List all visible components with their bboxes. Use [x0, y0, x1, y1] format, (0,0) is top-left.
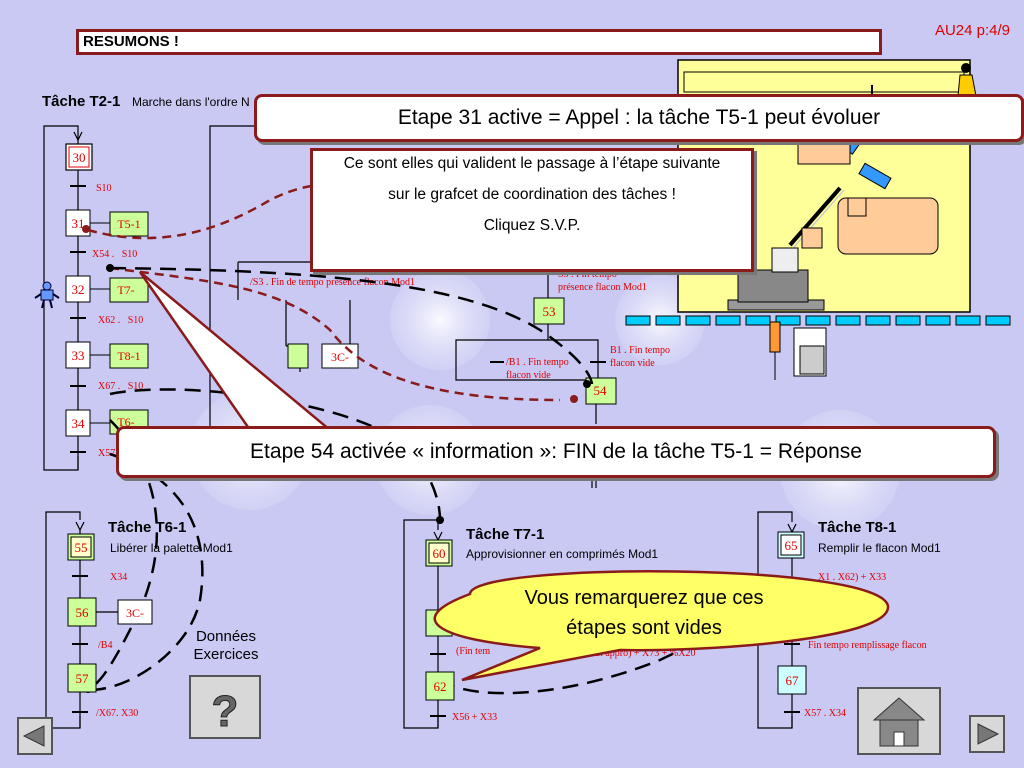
step-number: 31 [72, 216, 85, 231]
step-number: 33 [72, 348, 85, 363]
action-label: 3C- [126, 606, 144, 620]
transition-label: présence flacon Mod1 [558, 282, 647, 293]
task-subtitle-t2: Marche dans l'ordre N [132, 95, 250, 109]
action-label: T7- [117, 283, 134, 297]
transition-label: /S3 . Fin de tempo présence flacon Mod1 [250, 277, 415, 288]
arrow-left-icon [22, 725, 45, 747]
transition-label: flacon vide [506, 370, 551, 381]
arrow-right-icon [977, 723, 1000, 745]
step-31: 31 T5-1 [65, 209, 149, 237]
robot-icon [34, 281, 60, 309]
transition-label: flacon vide [610, 358, 655, 369]
action-label: 3C- [331, 350, 349, 364]
bubble-text-line1: Vous remarquerez que ces [524, 587, 763, 609]
step-number: 62 [434, 679, 447, 694]
speech-bubble: Vous remarquerez que ces étapes sont vid… [433, 570, 890, 682]
step-number: 34 [72, 416, 86, 431]
step-number: 60 [433, 546, 446, 561]
callout-bottom: Etape 54 activée « information »: FIN de… [116, 426, 996, 478]
transition-label: X1 . X62) + X33 [818, 572, 886, 583]
note-box: Ce sont elles qui valident le passage à … [310, 148, 754, 272]
step-32: 32 T7- [65, 275, 149, 303]
link-dot [570, 395, 578, 403]
note-line-3[interactable]: Cliquez S.V.P. [483, 217, 581, 234]
step-number: 30 [73, 150, 86, 165]
link-dot [82, 225, 90, 233]
step-65: 65 [777, 531, 805, 559]
task-title-t7: Tâche T7-1 [466, 526, 544, 543]
help-button[interactable]: ? [189, 675, 261, 739]
step-number: 55 [75, 540, 88, 555]
step-56: 56 3C- [67, 597, 153, 627]
note-line-1: Ce sont elles qui valident le passage à … [343, 155, 721, 172]
branch-step-green [287, 343, 309, 369]
transition-label: (Fin tem [456, 646, 490, 657]
exercises-label: Données Exercices [188, 628, 264, 664]
transition-labels-t2: S10 X54 . S10 X62 . S10 X67 . S10 X57 /S… [92, 183, 670, 459]
step-67: 67 [777, 665, 807, 695]
transition-labels-t7: (Fin tem ) défaut appro) + X73 + %X20 X5… [452, 646, 695, 723]
task-subtitle-t6: Libérer la palette Mod1 [110, 541, 233, 555]
step-number: 53 [543, 304, 556, 319]
transition-label: X56 + X33 [452, 712, 497, 723]
steps-t2: 30 31 T5-1 32 T7- 33 T8-1 34 [65, 143, 617, 437]
step-number: 65 [785, 538, 798, 553]
task-title-t8: Tâche T8-1 [818, 519, 896, 536]
task-subtitle-t8: Remplir le flacon Mod1 [818, 541, 941, 555]
transition-label: X34 [110, 572, 127, 583]
step-57: 57 [67, 663, 97, 693]
link-dot [583, 380, 591, 388]
task-title-t2: Tâche T2-1 [42, 93, 120, 110]
exercises-line-2: Exercices [193, 646, 259, 663]
bubble-text-line2: étapes sont vides [566, 617, 722, 639]
transition-label: B1 . Fin tempo [610, 345, 670, 356]
transition-label: ) défaut appro) + X73 + %X20 [572, 648, 695, 659]
step-33: 33 T8-1 [65, 341, 149, 369]
action-label: T8-1 [117, 349, 140, 363]
next-button[interactable] [969, 715, 1005, 753]
step-number: 56 [76, 605, 90, 620]
step-number: 57 [76, 671, 90, 686]
step-53: 53 [533, 297, 565, 325]
transition-label: /X67. X30 [96, 708, 138, 719]
transition-label: X57 [98, 448, 115, 459]
transition-label: S10 [96, 183, 112, 194]
step-number: 67 [786, 673, 800, 688]
transition-label: X67 . S10 [98, 381, 143, 392]
question-mark-icon: ? [212, 687, 239, 736]
prev-button[interactable] [17, 717, 53, 755]
home-button[interactable] [857, 687, 941, 755]
transition-labels-t8: X1 . X62) + X33 Fin tempo remplissage fl… [804, 572, 927, 719]
transition-label: X57 . X34 [804, 708, 846, 719]
step-number: 54 [594, 383, 608, 398]
slide-title: RESUMONS ! [76, 29, 882, 55]
task-subtitle-t7: Approvisionner en comprimés Mod1 [466, 547, 658, 561]
callout-top: Etape 31 active = Appel : la tâche T5-1 … [254, 94, 1024, 142]
action-label: T6- [117, 415, 134, 429]
transition-label: S3 . Fin tempo [558, 269, 617, 280]
grafcet-t6 [45, 511, 118, 729]
transition-label: X62 . S10 [98, 315, 143, 326]
task-title-t6: Tâche T6-1 [108, 519, 186, 536]
transition-label: Fin tempo remplissage flacon [808, 640, 927, 651]
step-number: 32 [72, 282, 85, 297]
branch-action: 3C- [321, 343, 359, 369]
page-reference: AU24 p:4/9 [934, 22, 1010, 39]
transition-label: X54 . S10 [92, 249, 137, 260]
step-62: 62 [425, 671, 455, 701]
transition-label: /B1 . Fin tempo [506, 357, 569, 368]
note-line-2: sur le grafcet de coordination des tâche… [388, 186, 676, 203]
step-55: 55 [67, 533, 95, 561]
exercises-line-1: Données [195, 628, 257, 645]
step-60: 60 [425, 539, 453, 567]
transition-label: /B4 [98, 640, 112, 651]
transition-labels-t6: X34 /B4 /X67. X30 [96, 572, 138, 719]
link-dot [106, 264, 114, 272]
action-label: T5-1 [117, 217, 140, 231]
step-30: 30 [65, 143, 93, 171]
